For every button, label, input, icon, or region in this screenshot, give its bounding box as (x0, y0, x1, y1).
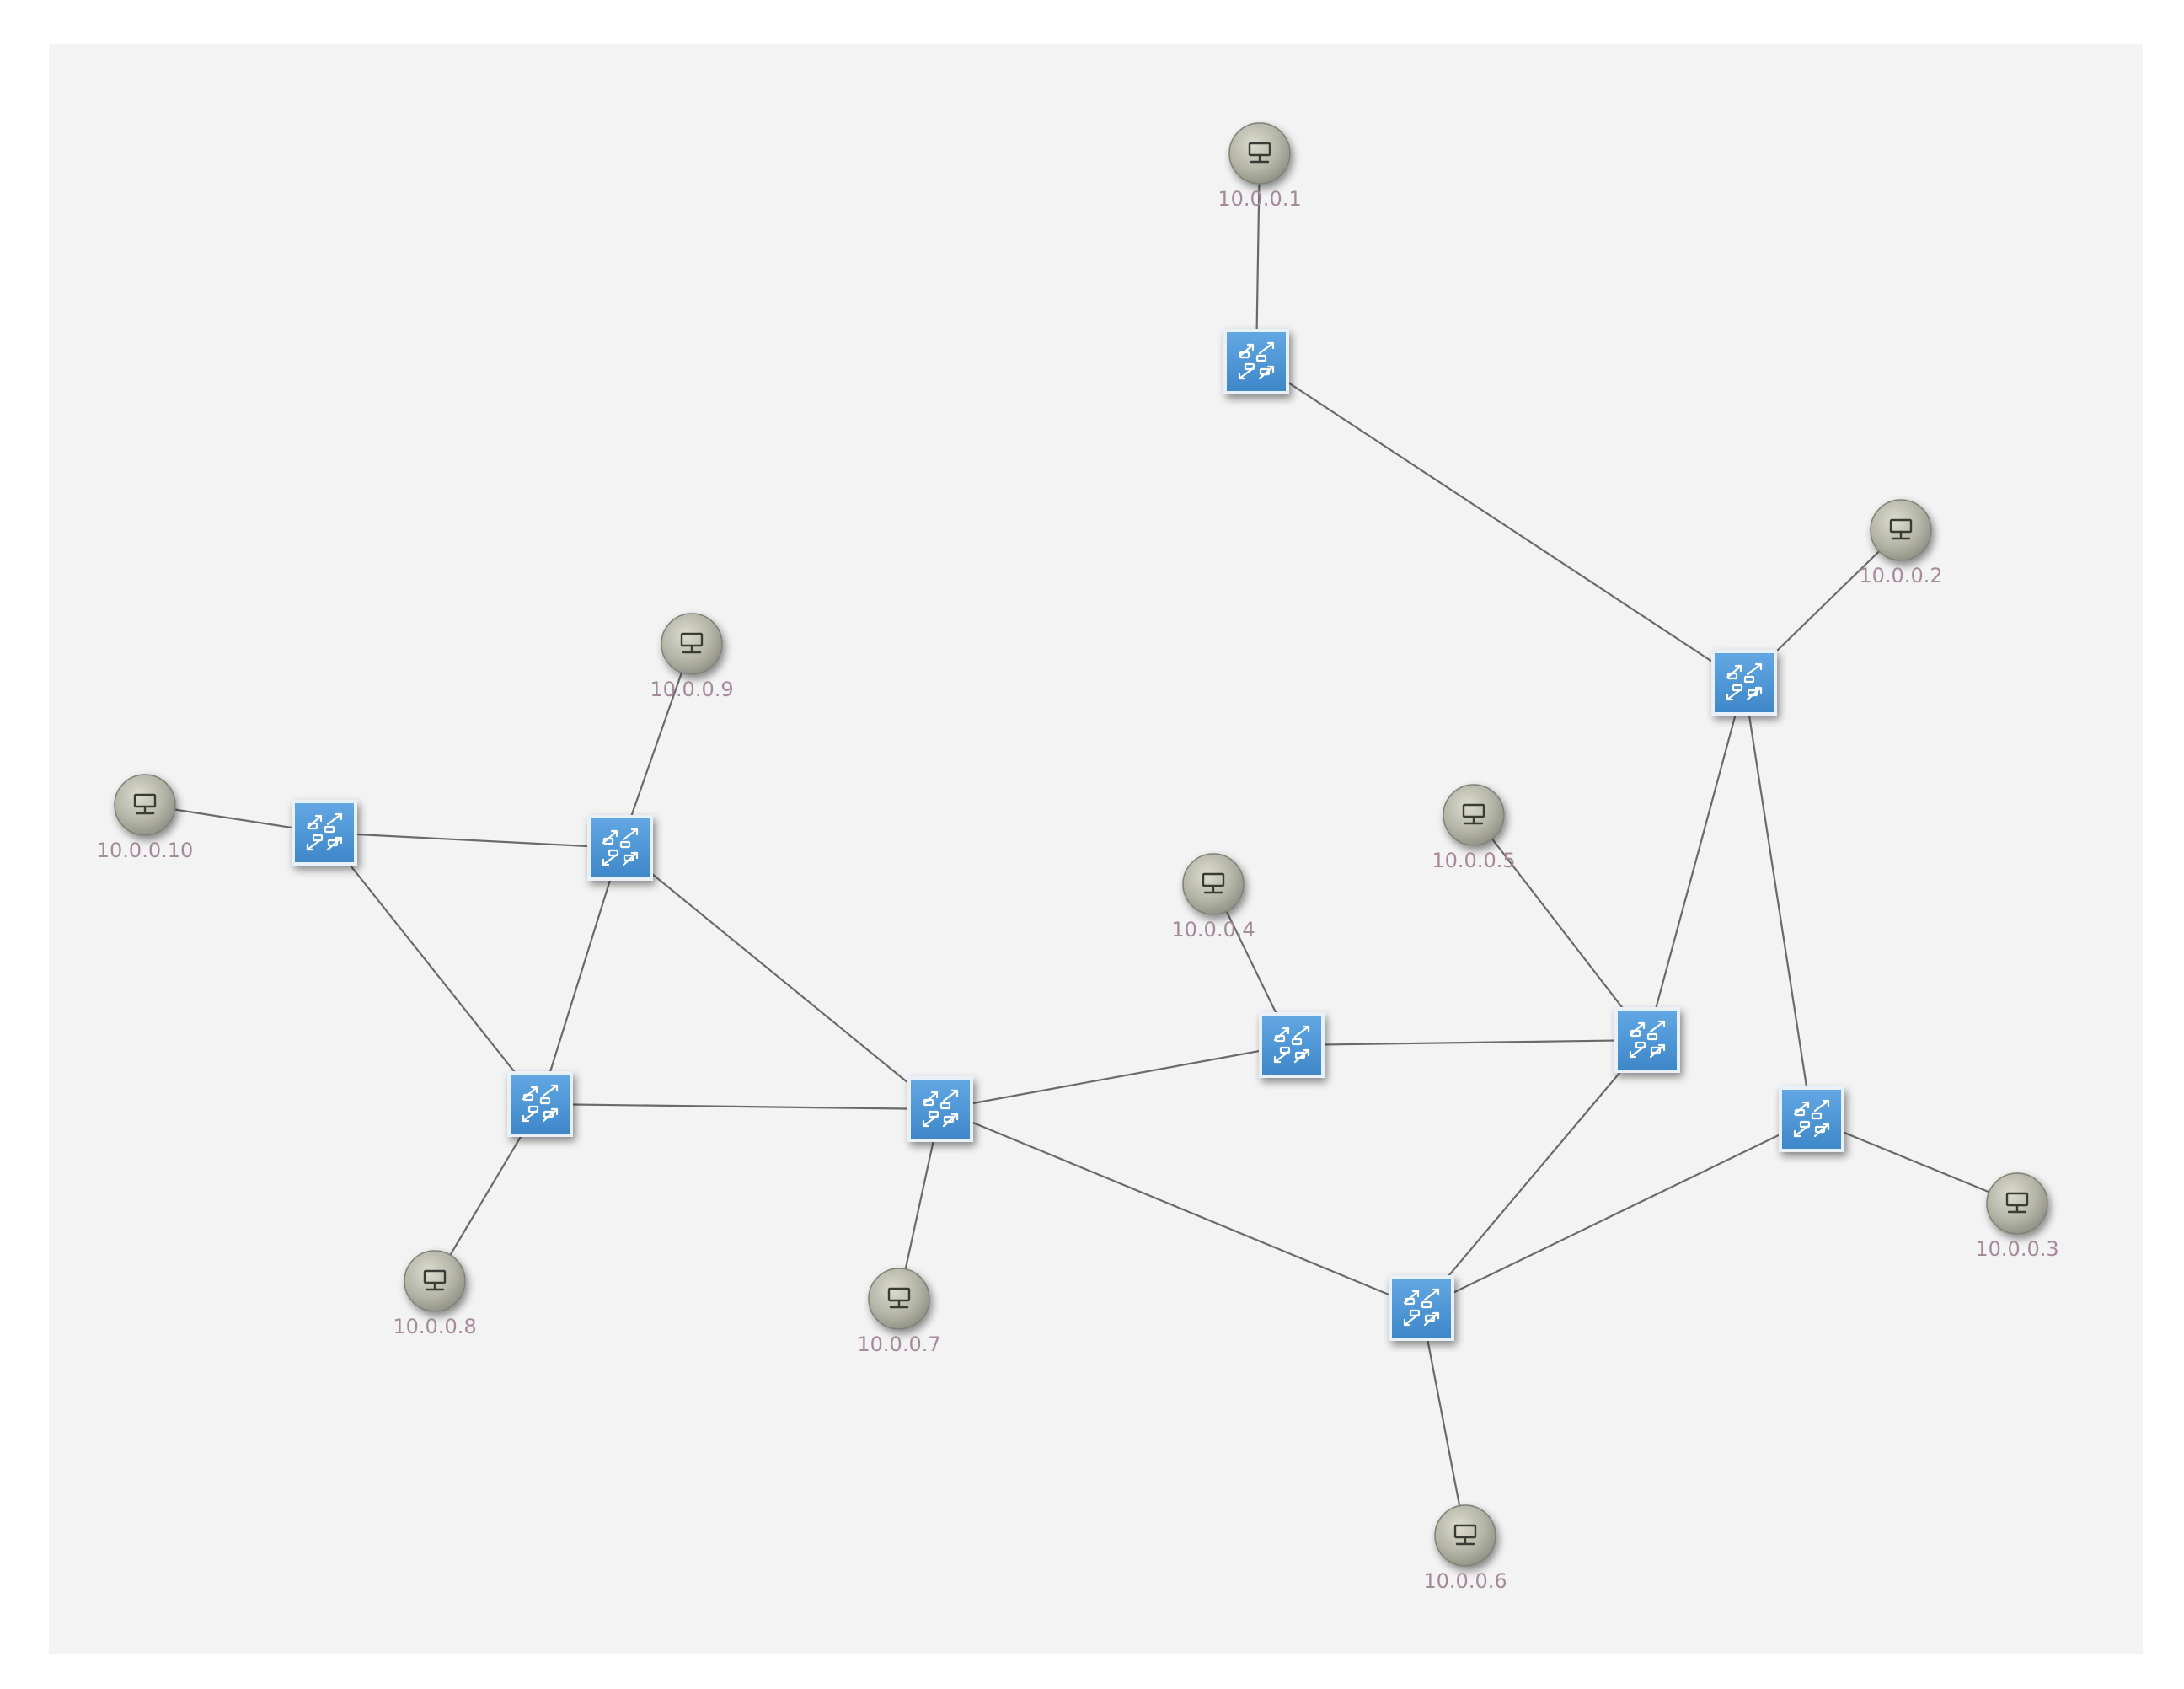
host-node-h9[interactable]: 10.0.0.9 (650, 613, 734, 701)
switch-icon (1273, 1025, 1310, 1064)
link-s5-s6 (1291, 1038, 1648, 1047)
host-ip-label: 10.0.0.4 (1171, 918, 1255, 941)
host-node-h3[interactable]: 10.0.0.3 (1975, 1172, 2059, 1261)
host-node-h2[interactable]: 10.0.0.2 (1859, 499, 1943, 587)
host-icon (887, 1287, 911, 1309)
switch-box (1779, 1086, 1844, 1152)
host-ip-label: 10.0.0.10 (97, 839, 194, 862)
switch-box (1614, 1007, 1680, 1073)
host-icon (1202, 872, 1225, 894)
switch-node-s2[interactable] (1711, 650, 1777, 716)
host-circle (1870, 499, 1932, 561)
host-node-h1[interactable]: 10.0.0.1 (1218, 122, 1302, 211)
topology-canvas: 10.0.0.1 10.0.0.2 10.0.0.3 10.0.0.4 10.0.0.5… (49, 44, 2143, 1654)
switch-icon (1403, 1288, 1440, 1327)
topology-graph: 10.0.0.1 10.0.0.2 10.0.0.3 10.0.0.4 10.0.0.5… (97, 122, 2059, 1593)
host-icon (680, 632, 704, 654)
link-s6-s8 (1421, 1039, 1648, 1309)
link-s9-s3 (538, 847, 622, 1105)
host-circle (1443, 784, 1505, 846)
link-s2-s6 (1646, 682, 1746, 1041)
switch-icon (522, 1084, 559, 1123)
host-circle (1434, 1504, 1496, 1567)
switch-icon (1629, 1020, 1666, 1059)
switch-icon (306, 812, 343, 851)
link-s9-s4 (619, 847, 941, 1110)
switch-icon (1726, 662, 1763, 701)
link-s9-h9 (618, 643, 693, 849)
switch-icon (602, 828, 639, 866)
switch-node-s4[interactable] (907, 1076, 973, 1142)
host-node-h8[interactable]: 10.0.0.8 (393, 1250, 477, 1338)
host-ip-label: 10.0.0.9 (650, 678, 733, 701)
link-s3-s4 (539, 1102, 941, 1111)
switch-box (1259, 1012, 1325, 1078)
host-ip-label: 10.0.0.2 (1859, 564, 1942, 587)
link-s10-s9 (324, 831, 621, 850)
host-icon (1453, 1524, 1477, 1546)
host-ip-label: 10.0.0.6 (1423, 1569, 1507, 1593)
host-node-h10[interactable]: 10.0.0.10 (97, 774, 194, 862)
link-s7-h3 (1811, 1118, 2018, 1205)
switch-box (292, 800, 357, 866)
link-s1-s2 (1255, 361, 1745, 684)
switch-node-s8[interactable] (1389, 1275, 1454, 1341)
switch-box (587, 815, 653, 881)
switch-icon (922, 1089, 959, 1128)
link-s10-s3 (324, 832, 541, 1105)
link-h1-s1 (1255, 153, 1261, 362)
switch-node-s5[interactable] (1259, 1012, 1325, 1078)
host-circle (1182, 853, 1245, 915)
switch-box (1389, 1275, 1454, 1341)
host-node-h5[interactable]: 10.0.0.5 (1432, 784, 1516, 872)
switch-box (1223, 329, 1289, 394)
host-node-h7[interactable]: 10.0.0.7 (857, 1268, 941, 1356)
host-circle (868, 1268, 930, 1330)
host-circle (1228, 122, 1291, 185)
host-circle (404, 1250, 466, 1312)
host-circle (1986, 1172, 2048, 1235)
switch-node-s7[interactable] (1779, 1086, 1844, 1152)
host-circle (114, 774, 176, 836)
link-h5-s6 (1473, 814, 1648, 1041)
link-s4-s5 (939, 1043, 1293, 1111)
host-icon (1462, 803, 1485, 825)
host-icon (133, 793, 157, 815)
link-s7-s8 (1421, 1118, 1812, 1309)
switch-node-s9[interactable] (587, 815, 653, 881)
switch-box (507, 1071, 573, 1137)
switch-box (907, 1076, 973, 1142)
host-icon (1248, 142, 1271, 164)
switch-node-s3[interactable] (507, 1071, 573, 1137)
switch-node-s10[interactable] (292, 800, 357, 866)
switch-node-s6[interactable] (1614, 1007, 1680, 1073)
link-s2-s7 (1742, 682, 1813, 1120)
link-s4-s8 (939, 1107, 1422, 1310)
nodes-layer: 10.0.0.1 10.0.0.2 10.0.0.3 10.0.0.4 10.0.0.5… (97, 122, 2059, 1593)
host-icon (1889, 518, 1913, 540)
host-node-h4[interactable]: 10.0.0.4 (1171, 853, 1255, 941)
host-ip-label: 10.0.0.8 (393, 1315, 476, 1338)
host-ip-label: 10.0.0.3 (1975, 1237, 2058, 1261)
host-ip-label: 10.0.0.7 (857, 1332, 940, 1356)
host-ip-label: 10.0.0.5 (1432, 849, 1515, 872)
switch-icon (1238, 341, 1275, 380)
switch-box (1711, 650, 1777, 716)
switch-icon (1793, 1099, 1830, 1138)
switch-node-s1[interactable] (1223, 329, 1289, 394)
host-ip-label: 10.0.0.1 (1218, 187, 1301, 211)
link-s8-h6 (1420, 1307, 1467, 1536)
host-circle (661, 613, 723, 675)
host-node-h6[interactable]: 10.0.0.6 (1423, 1504, 1507, 1593)
host-icon (423, 1269, 447, 1291)
host-icon (2005, 1192, 2029, 1214)
